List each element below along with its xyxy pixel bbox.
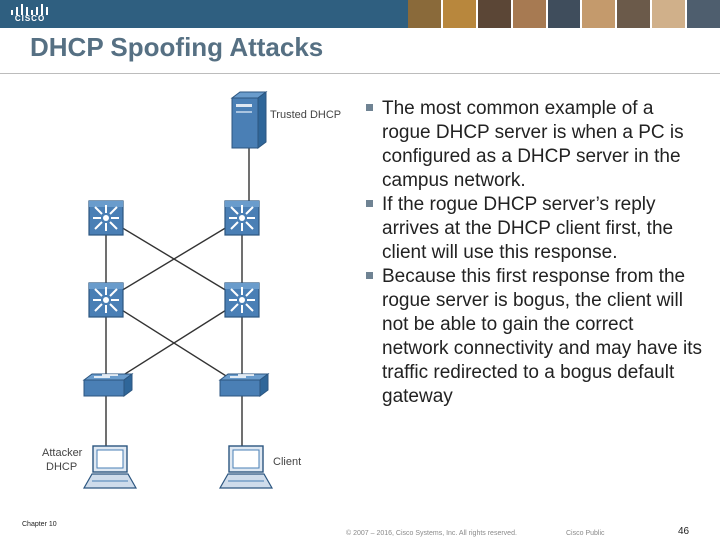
bullet-item: Because this first response from the rog… [364, 265, 704, 409]
classification-label: Cisco Public [566, 530, 605, 537]
bullet-text: Because this first response from the rog… [382, 266, 702, 407]
attacker-laptop-icon [83, 445, 137, 489]
trusted-dhcp-server-icon [230, 91, 268, 149]
square-bullet-icon [366, 272, 373, 279]
bullet-item: The most common example of a rogue DHCP … [364, 97, 704, 193]
client-laptop-icon [219, 445, 273, 489]
cisco-bars-icon [11, 4, 48, 15]
banner-photo [615, 0, 651, 28]
distribution-switch-icon [88, 200, 124, 236]
access-switch-icon [219, 373, 269, 397]
distribution-switch-icon [88, 282, 124, 318]
banner-photo [510, 0, 546, 28]
banner-photo [650, 0, 686, 28]
title-divider [0, 73, 720, 74]
distribution-switch-icon [224, 200, 260, 236]
bullet-list: The most common example of a rogue DHCP … [364, 97, 704, 409]
page-number: 46 [678, 526, 690, 537]
header-banner: CISCO [0, 0, 720, 28]
slide-title: DHCP Spoofing Attacks [30, 32, 324, 62]
banner-photo [580, 0, 616, 28]
bullet-text: The most common example of a rogue DHCP … [382, 98, 684, 191]
trusted-dhcp-label: Trusted DHCP [270, 109, 342, 121]
banner-photo [685, 0, 720, 28]
banner-photo [475, 0, 511, 28]
attacker-label-line1: Attacker [42, 447, 83, 459]
square-bullet-icon [366, 200, 373, 207]
chapter-label: Chapter 10 [22, 521, 57, 528]
banner-photo [440, 0, 476, 28]
square-bullet-icon [366, 104, 373, 111]
client-label: Client [273, 456, 302, 468]
access-switch-icon [83, 373, 133, 397]
bullet-text: If the rogue DHCP server’s reply arrives… [382, 194, 674, 263]
cisco-wordmark: CISCO [14, 14, 46, 23]
banner-photo [545, 0, 581, 28]
attacker-label-line2: DHCP [46, 461, 78, 473]
bullet-item: If the rogue DHCP server’s reply arrives… [364, 193, 704, 265]
banner-photo [408, 0, 441, 28]
distribution-switch-icon [224, 282, 260, 318]
topology-svg [83, 91, 273, 489]
cisco-logo: CISCO [8, 3, 52, 25]
copyright-notice: © 2007 – 2016, Cisco Systems, Inc. All r… [346, 530, 517, 537]
banner-photo-strip [408, 0, 720, 28]
network-diagram: Trusted DHCP Attacker DHCP Client [30, 88, 360, 498]
